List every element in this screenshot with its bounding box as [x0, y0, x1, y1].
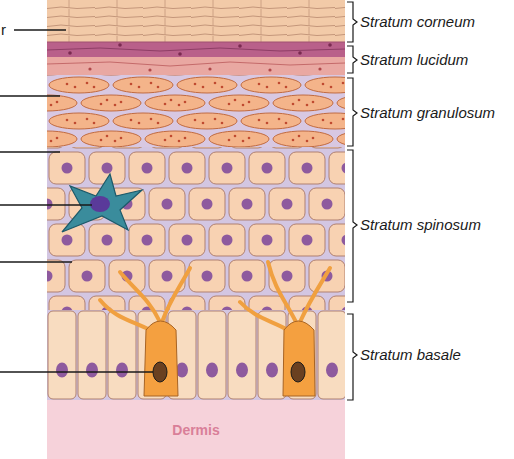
layer-name: Stratum lucidum	[360, 51, 468, 69]
layer-name: Stratum granulosum	[360, 104, 495, 122]
layer-name: Stratum corneum	[360, 13, 475, 31]
callout-text: r	[1, 21, 6, 39]
region-name: Dermis	[172, 421, 219, 439]
layer-name: Stratum spinosum	[360, 216, 481, 234]
layer-name: Stratum basale	[360, 346, 461, 364]
